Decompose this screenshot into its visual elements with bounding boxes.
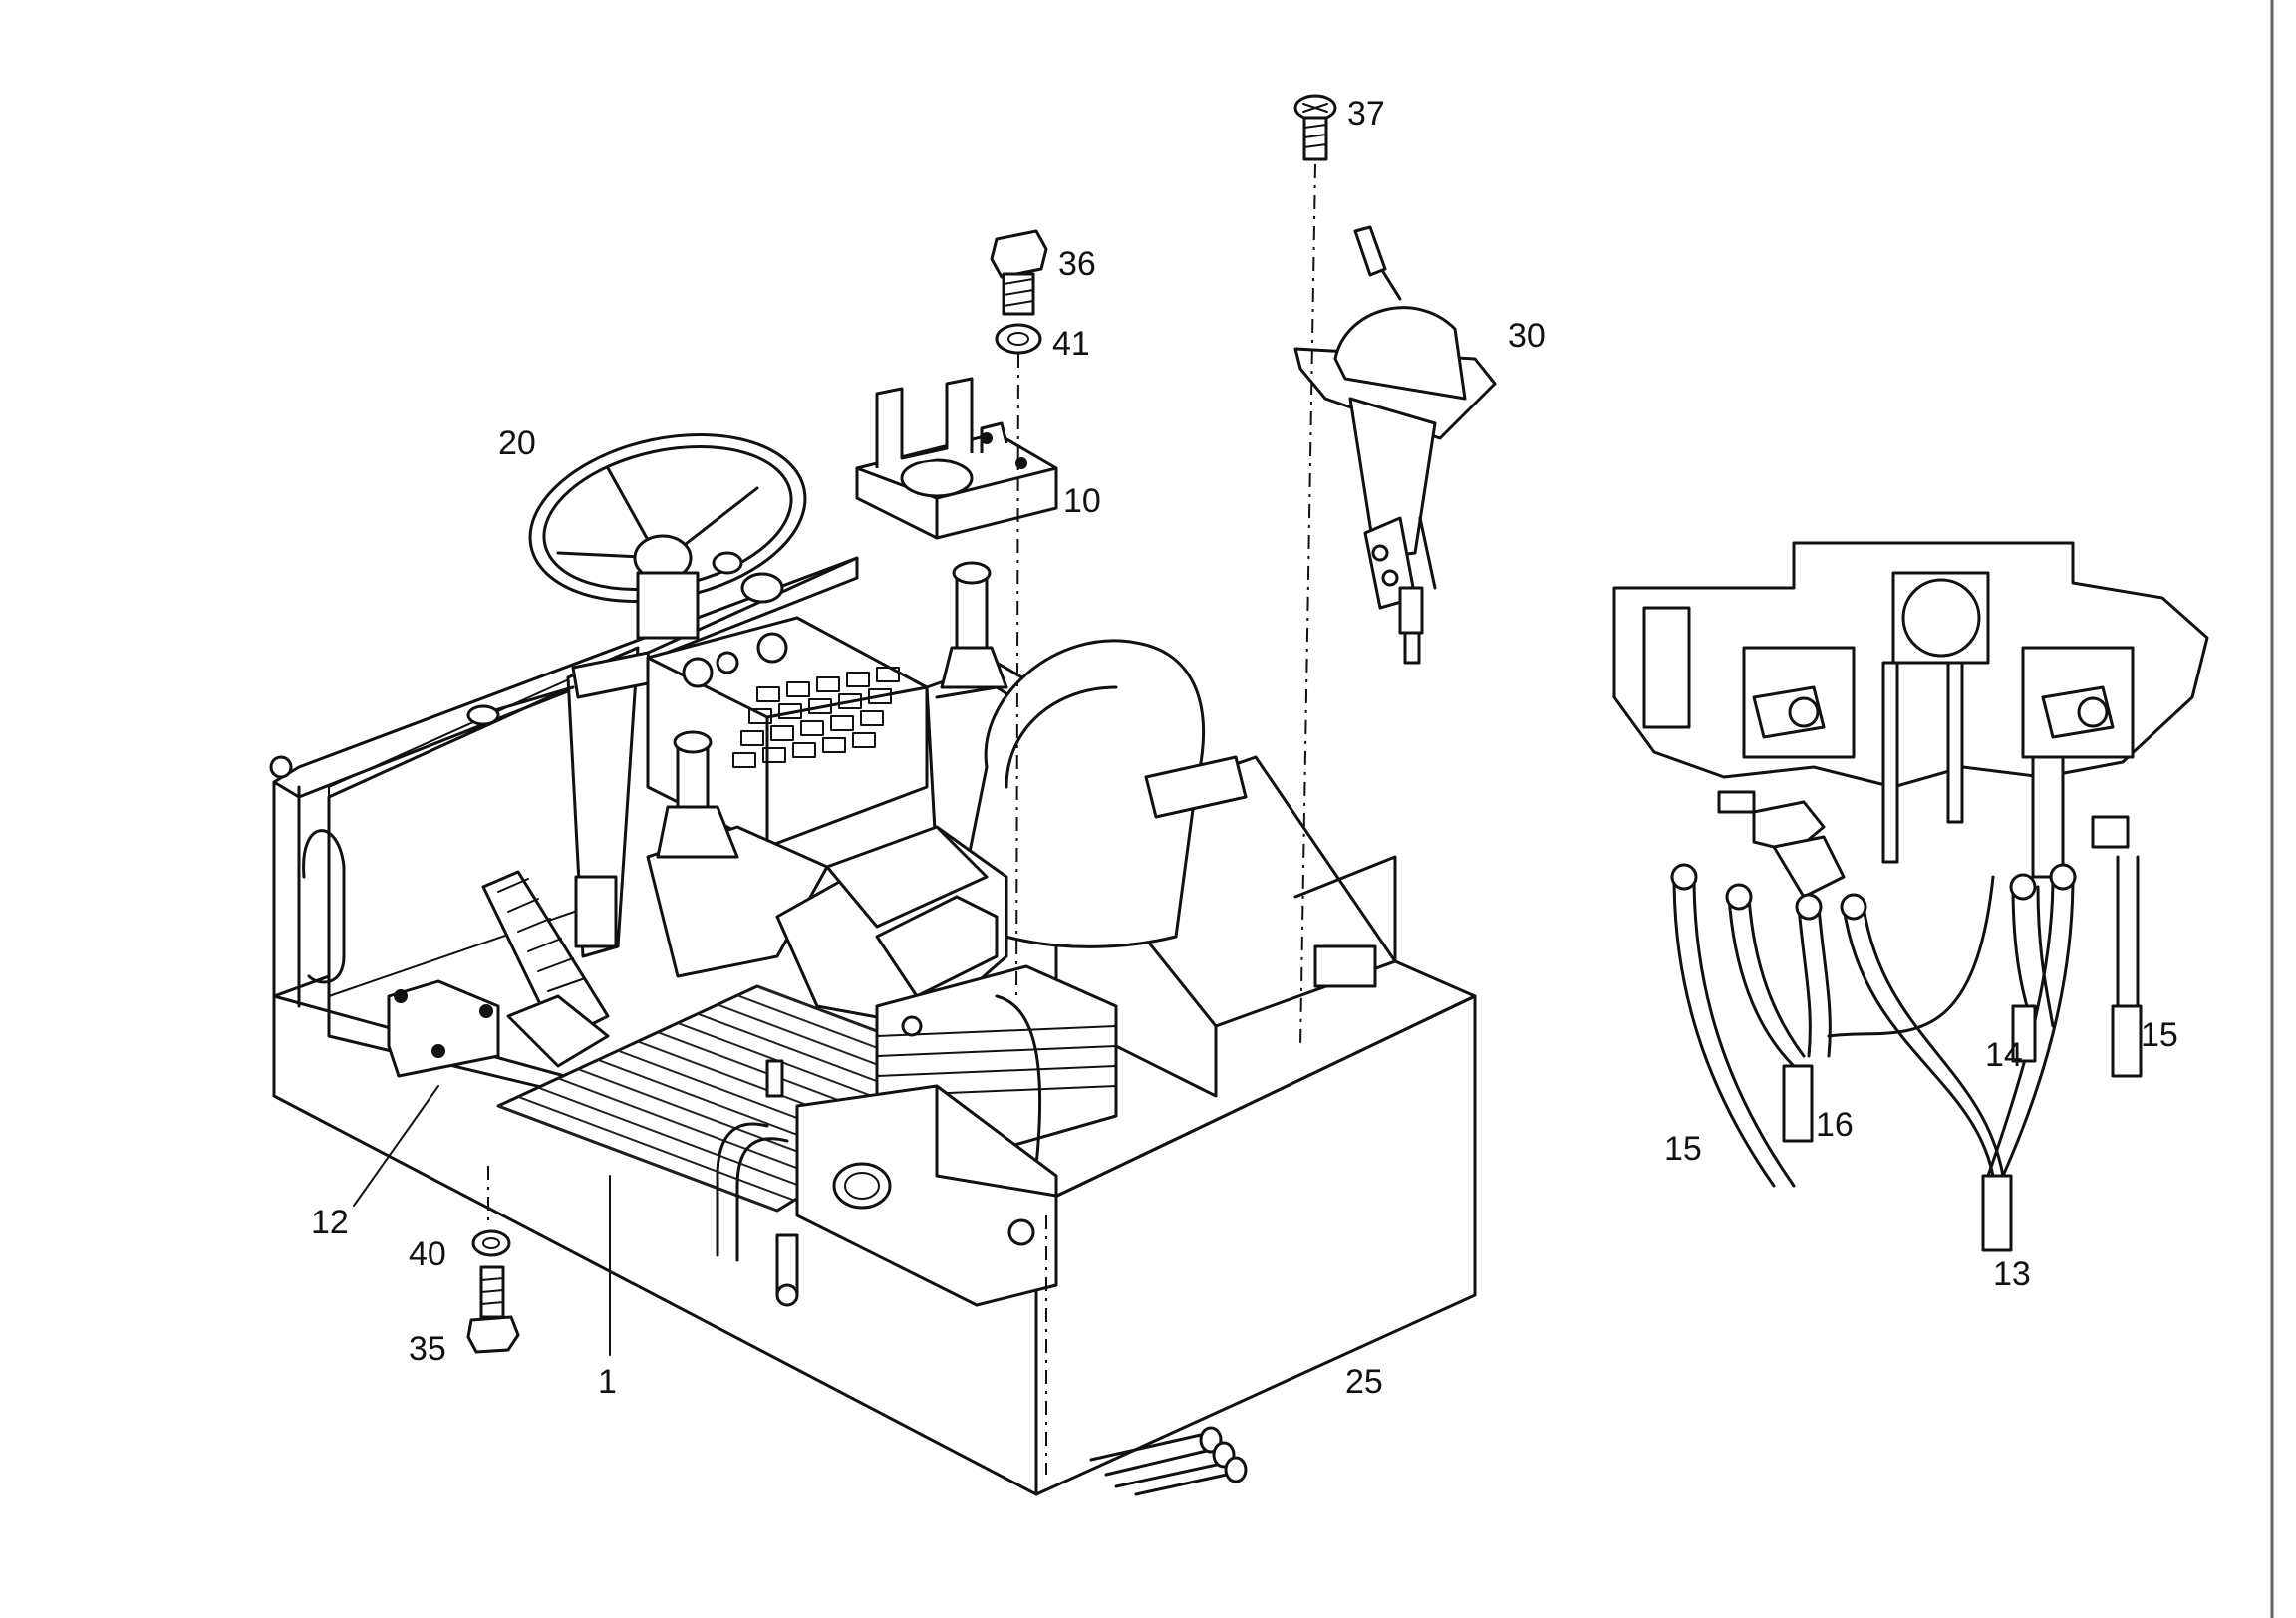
callout-20: 20	[498, 424, 536, 462]
callout-35: 35	[409, 1330, 446, 1368]
bolt-35	[466, 1265, 520, 1354]
instrument-panel	[646, 616, 929, 849]
washer-41	[995, 323, 1042, 355]
floor-plate	[387, 979, 500, 1078]
hydraulic-valve-detail	[1612, 541, 2209, 1252]
screw-37	[1293, 94, 1337, 161]
mounting-bracket	[855, 377, 1058, 540]
callout-41: 41	[1052, 325, 1090, 363]
callout-15-right: 15	[2141, 1016, 2178, 1054]
callout-1: 1	[598, 1363, 617, 1401]
callout-40: 40	[409, 1235, 446, 1273]
callout-13: 13	[1993, 1255, 2031, 1293]
callout-16: 16	[1816, 1106, 1854, 1144]
bolt-36	[990, 229, 1048, 316]
assembly-guide-lines	[487, 163, 1316, 1475]
callout-37: 37	[1347, 95, 1385, 133]
callout-14: 14	[1985, 1036, 2023, 1074]
gear-shifter	[1293, 225, 1497, 665]
callout-15-left: 15	[1664, 1130, 1702, 1168]
callout-25: 25	[1345, 1363, 1383, 1401]
floor-pipe	[716, 1059, 799, 1307]
washer-40	[471, 1229, 511, 1257]
callout-labels: 1 10 12 13 14 15 15 16 20 25 30 35 36 37…	[311, 95, 2178, 1401]
callout-12: 12	[311, 1204, 349, 1241]
callout-36: 36	[1058, 245, 1096, 283]
left-joystick-console	[646, 730, 829, 978]
hose-bundle	[1089, 1426, 1248, 1496]
accelerator-pedal	[481, 870, 610, 1068]
battery-box	[795, 1084, 1058, 1307]
callout-30: 30	[1508, 317, 1546, 355]
leader-lines	[353, 1085, 611, 1356]
callout-10: 10	[1063, 482, 1101, 520]
